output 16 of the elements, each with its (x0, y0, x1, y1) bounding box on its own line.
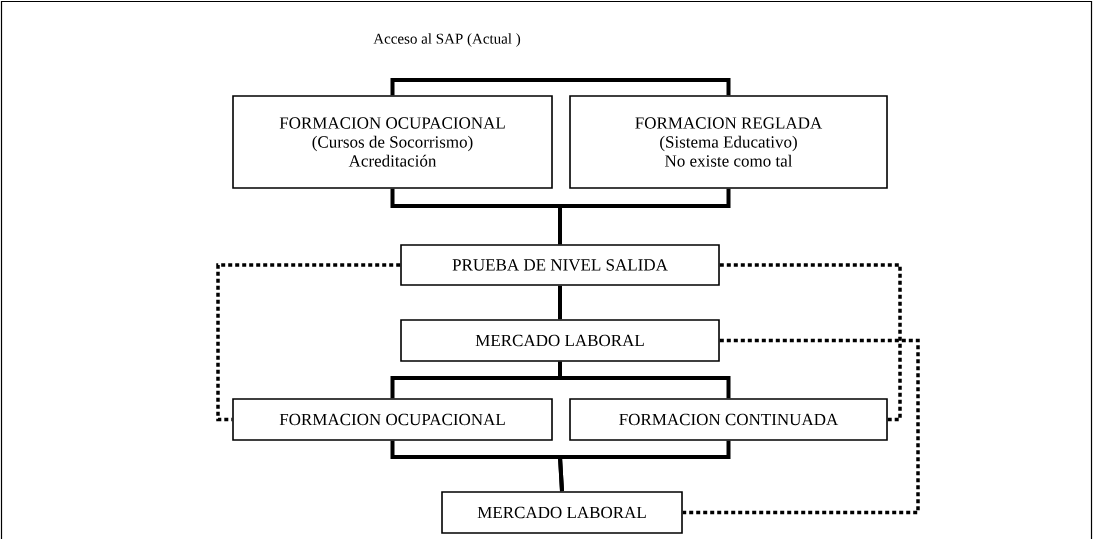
process-box: FORMACION OCUPACIONAL (Cursos de Socorrismo) Acreditación (232, 95, 553, 189)
process-box: FORMACION OCUPACIONAL (232, 398, 553, 441)
connector (682, 338, 920, 515)
connector (557, 440, 731, 492)
connector (558, 188, 731, 245)
process-box: FORMACION CONTINUADA (569, 398, 888, 441)
connector (390, 78, 731, 96)
process-box: PRUEBA DE NIVEL SALIDA (400, 244, 720, 286)
process-box: FORMACION REGLADA (Sistema Educativo) No existe como tal (569, 95, 888, 189)
connector (216, 263, 401, 422)
title: Acceso al SAP (Actual ) (373, 33, 521, 47)
connector (558, 285, 562, 320)
process-box: MERCADO LABORAL (400, 319, 720, 362)
connector (719, 263, 902, 422)
connector (558, 361, 731, 399)
process-box: MERCADO LABORAL (441, 491, 683, 534)
